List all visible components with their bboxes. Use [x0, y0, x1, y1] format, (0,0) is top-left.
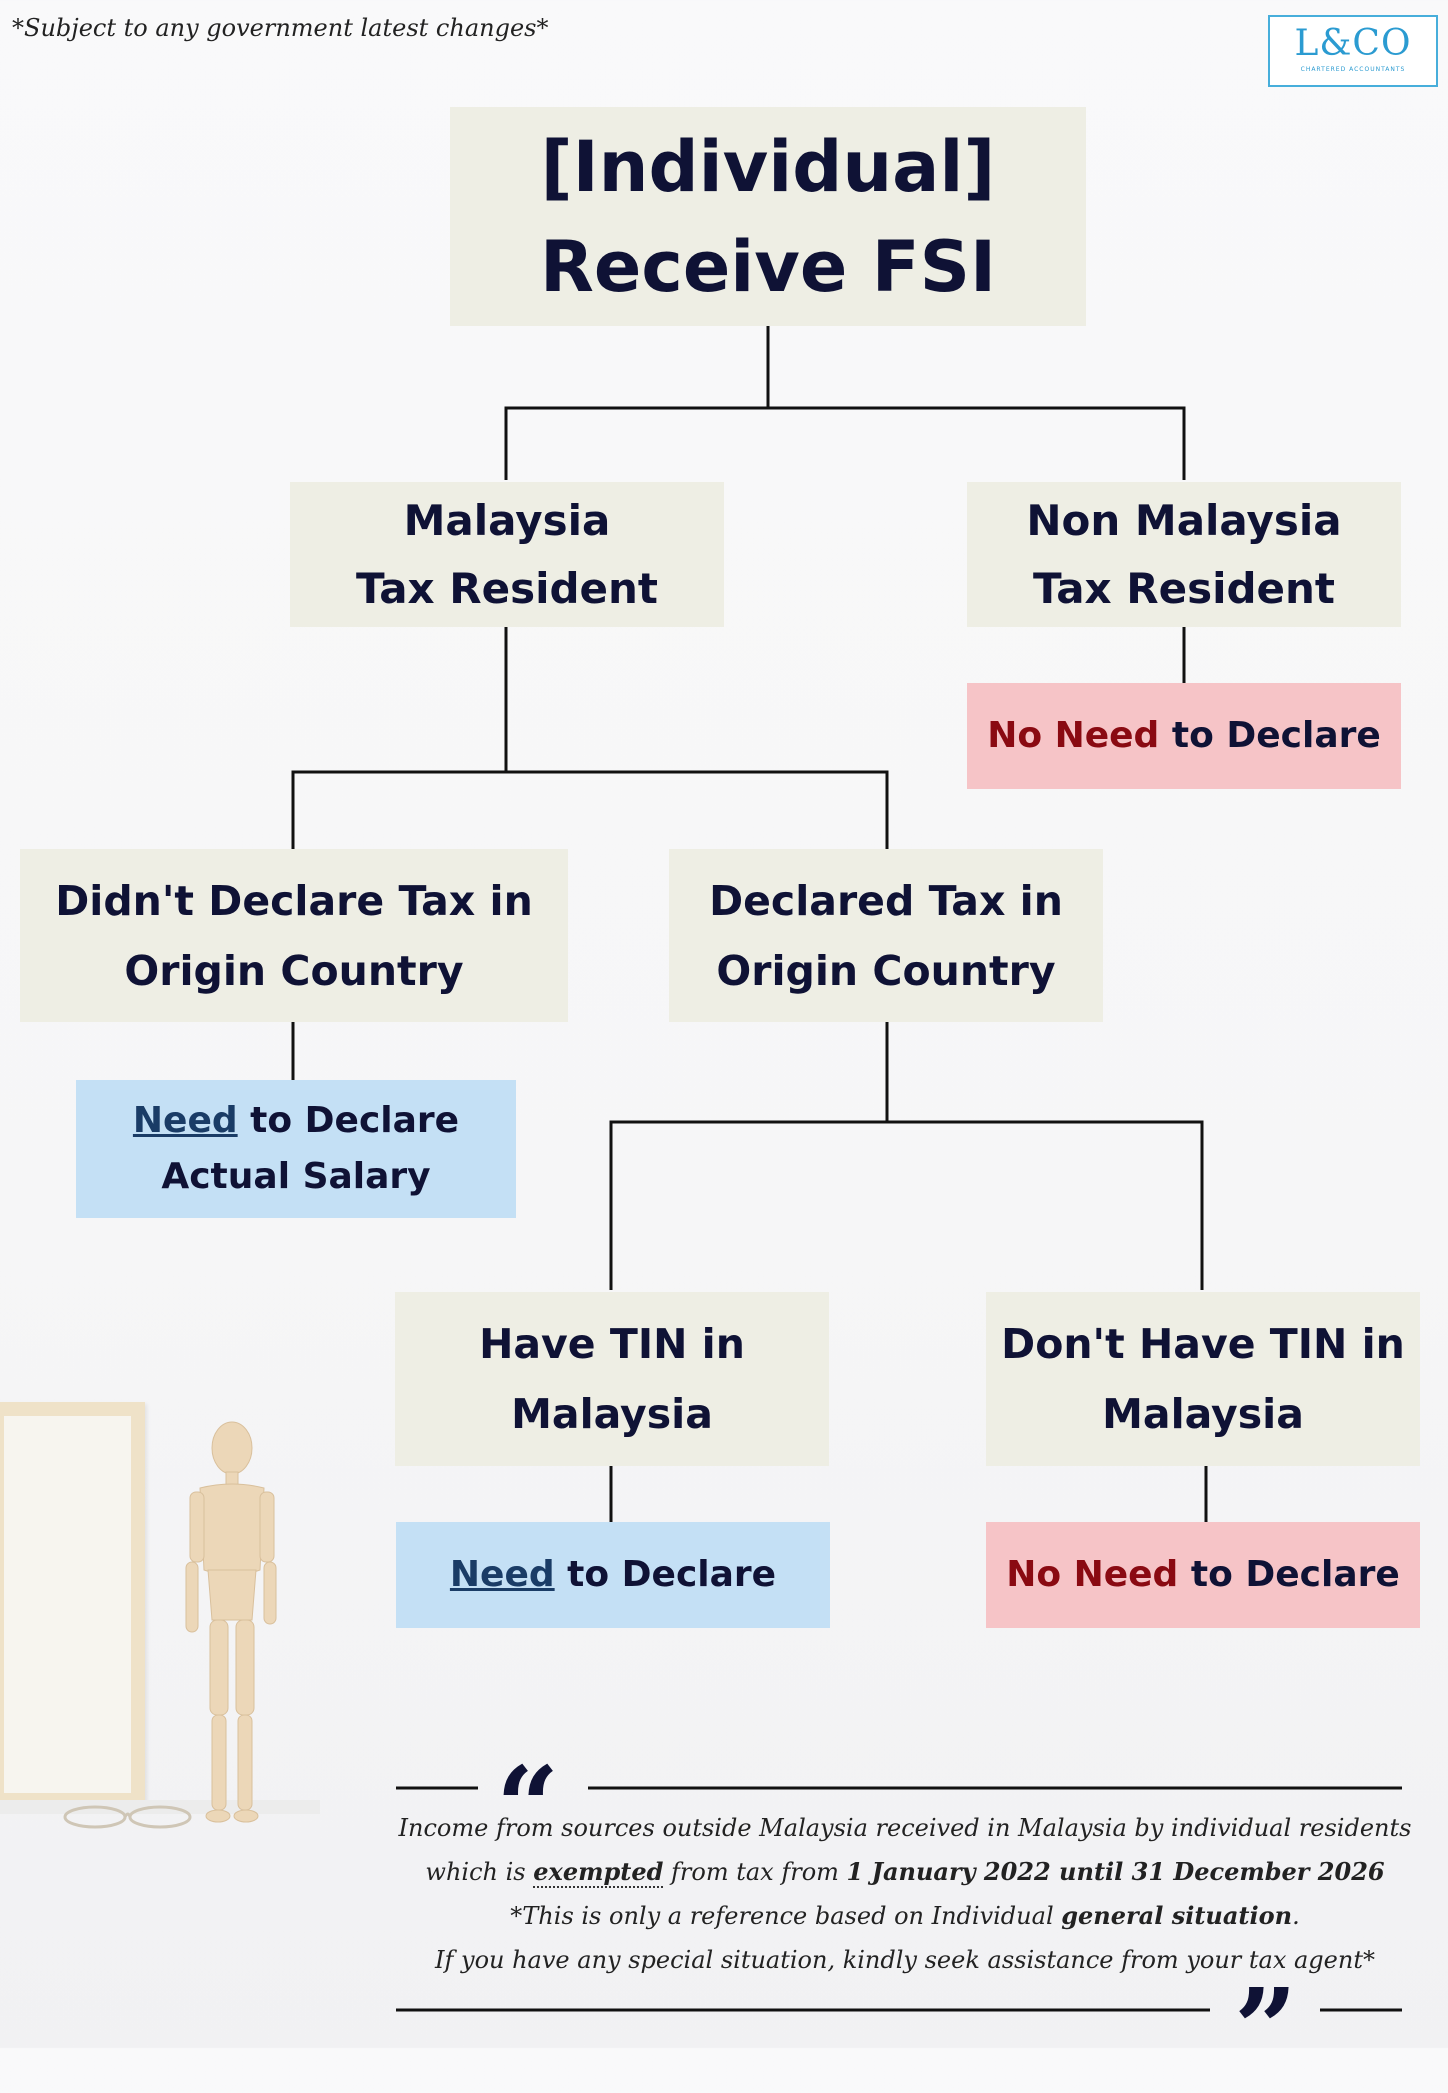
general-situation-emphasis: general situation [1061, 1901, 1293, 1930]
node-label-line-1: Declared Tax in [709, 876, 1063, 925]
footer-note: Income from sources outside Malaysia rec… [395, 1806, 1415, 1982]
eyeglasses-decoration [63, 1805, 192, 1829]
footer-text: from tax from [663, 1858, 847, 1886]
outcome-dont-have-tin-no-need: No Need to Declare [986, 1522, 1420, 1628]
flowchart-connectors [291, 326, 1208, 1522]
exempted-emphasis: exempted [533, 1857, 664, 1888]
outcome-rest: to Declare [1178, 1554, 1400, 1595]
node-label-line-1: Have TIN in [479, 1320, 745, 1368]
outcome-label-line-1: Need to Declare [133, 1093, 459, 1149]
node-label-line-2: Origin Country [124, 946, 464, 995]
outcome-non-resident-no-need: No Need to Declare [967, 683, 1401, 789]
node-label-line-2: Tax Resident [355, 563, 659, 613]
no-need-emphasis: No Need [987, 715, 1160, 756]
node-label-line-1: Don't Have TIN in [1001, 1320, 1405, 1368]
footer-line-3: *This is only a reference based on Indiv… [395, 1894, 1415, 1938]
node-label-line-2: Origin Country [716, 946, 1056, 995]
connector-resident-branch-bar [291, 770, 889, 849]
footer-line-4: If you have any special situation, kindl… [435, 1946, 1375, 1974]
connector-declared-branch-bar [609, 1120, 1204, 1290]
node-label-line-1: Non Malaysia [1026, 495, 1342, 545]
node-label-line-2: Tax Resident [1032, 563, 1336, 613]
node-dont-have-tin: Don't Have TIN in Malaysia [986, 1292, 1420, 1466]
need-emphasis: Need [449, 1554, 555, 1595]
footer-text: . [1292, 1902, 1300, 1930]
picture-frame-decoration [0, 1402, 145, 1807]
outcome-label: No Need to Declare [1006, 1552, 1400, 1598]
connector-title-branch-bar [504, 406, 1186, 480]
node-label-line-2: Malaysia [511, 1390, 713, 1438]
outcome-need-declare-actual-salary: Need to Declare Actual Salary [76, 1080, 516, 1218]
title-line-2: Receive FSI [539, 225, 997, 308]
logo-subtitle: CHARTERED ACCOUNTANTS [1300, 66, 1406, 73]
need-emphasis: Need [132, 1100, 238, 1141]
no-need-emphasis: No Need [1006, 1554, 1179, 1595]
disclaimer-text: *Subject to any government latest change… [12, 14, 549, 42]
logo-text: L&CO [1294, 23, 1412, 64]
company-logo: L&CO CHARTERED ACCOUNTANTS [1268, 15, 1438, 87]
footer-rules [396, 1786, 1402, 2012]
outcome-label: Need to Declare [450, 1547, 776, 1603]
exemption-period: 1 January 2022 until 31 December 2026 [846, 1857, 1385, 1886]
footer-line-2: which is exempted from tax from 1 Januar… [395, 1850, 1415, 1894]
outcome-have-tin-need-declare: Need to Declare [396, 1522, 830, 1628]
footer-text: *This is only a reference based on Indiv… [510, 1902, 1062, 1930]
outcome-label: No Need to Declare [987, 713, 1381, 759]
outcome-label-line-2: Actual Salary [161, 1156, 431, 1197]
flowchart-title: [Individual] Receive FSI [450, 107, 1086, 326]
node-non-malaysia-tax-resident: Non Malaysia Tax Resident [967, 482, 1401, 627]
open-quote-icon: “ [496, 1742, 560, 1871]
node-declared-tax: Declared Tax in Origin Country [669, 849, 1103, 1022]
footer-line-1: Income from sources outside Malaysia rec… [398, 1814, 1412, 1842]
title-line-1: [Individual] [540, 125, 996, 208]
wooden-mannequin-decoration [185, 1421, 277, 1823]
node-label-line-1: Didn't Declare Tax in [55, 876, 533, 925]
node-label-line-2: Malaysia [1102, 1390, 1304, 1438]
node-didnt-declare-tax: Didn't Declare Tax in Origin Country [20, 849, 568, 1022]
node-have-tin: Have TIN in Malaysia [395, 1292, 829, 1466]
close-quote-icon: ” [1234, 1964, 1298, 2093]
outcome-rest: to Declare [1159, 715, 1381, 756]
outcome-rest: to Declare [554, 1554, 777, 1595]
node-malaysia-tax-resident: Malaysia Tax Resident [290, 482, 724, 627]
node-label-line-1: Malaysia [403, 495, 611, 545]
outcome-rest: to Declare [237, 1100, 460, 1141]
footer-text: which is [425, 1858, 534, 1886]
